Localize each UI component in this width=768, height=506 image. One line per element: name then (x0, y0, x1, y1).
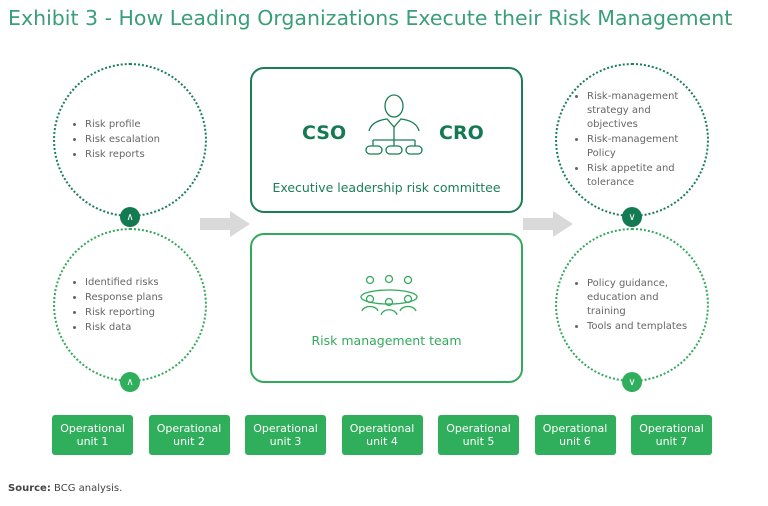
operational-unit-label: Operational unit 7 (639, 422, 704, 448)
left-bottom-circle: Identified risksResponse plansRisk repor… (53, 228, 207, 392)
arrow-right-icon (523, 211, 573, 237)
chevron-down-icon: ∨ (622, 372, 642, 392)
chevron-down-icon: ∨ (622, 207, 642, 227)
source-label: Source: (8, 483, 51, 494)
executive-committee-label: Executive leadership risk committee (272, 180, 501, 195)
executive-committee-box: CSO CRO Executive leadership risk commit… (250, 67, 523, 213)
list-item: Identified risks (85, 276, 189, 290)
right-bottom-circle: Policy guidance, education and trainingT… (555, 228, 709, 392)
operational-unit-3: Operational unit 3 (245, 415, 326, 455)
executive-person-icon (365, 94, 423, 155)
list-item: Risk reporting (85, 306, 189, 320)
right-bottom-list: Policy guidance, education and trainingT… (573, 276, 691, 335)
operational-unit-label: Operational unit 6 (542, 422, 608, 448)
left-bottom-list: Identified risksResponse plansRisk repor… (71, 275, 189, 336)
operational-unit-label: Operational unit 1 (60, 422, 125, 448)
operational-unit-label: Operational unit 5 (446, 422, 511, 448)
operational-unit-2: Operational unit 2 (148, 415, 230, 455)
list-item: Risk appetite and tolerance (587, 162, 691, 190)
list-item: Risk-management Policy (587, 133, 691, 161)
operational-unit-label: Operational unit 2 (156, 422, 222, 448)
operational-unit-4: Operational unit 4 (341, 415, 423, 455)
right-top-list: Risk-management strategy and objectivesR… (573, 89, 691, 191)
cso-label: CSO (302, 122, 347, 144)
operational-unit-label: Operational unit 3 (253, 422, 318, 448)
operational-unit-label: Operational unit 4 (349, 422, 415, 448)
list-item: Risk data (85, 321, 189, 335)
list-item: Risk reports (85, 148, 189, 162)
chevron-up-icon: ∧ (120, 372, 140, 392)
list-item: Risk profile (85, 118, 189, 132)
chevron-up-icon: ∧ (120, 207, 140, 227)
source-text: BCG analysis. (50, 483, 123, 494)
list-item: Policy guidance, education and training (587, 277, 691, 319)
operational-unit-5: Operational unit 5 (438, 415, 519, 455)
operational-unit-7: Operational unit 7 (631, 415, 712, 455)
list-item: Risk escalation (85, 133, 189, 147)
team-meeting-icon (360, 275, 418, 316)
arrow-right-icon (200, 211, 250, 237)
exhibit-title: Exhibit 3 - How Leading Organizations Ex… (8, 6, 733, 30)
left-top-circle: Risk profileRisk escalationRisk reports … (53, 63, 207, 227)
cro-label: CRO (439, 122, 484, 144)
risk-team-box: Risk management team (250, 233, 523, 383)
list-item: Response plans (85, 291, 189, 305)
risk-team-label: Risk management team (311, 333, 462, 348)
list-item: Tools and templates (587, 320, 691, 334)
source-note: Source: BCG analysis. (8, 483, 122, 494)
operational-unit-1: Operational unit 1 (52, 415, 133, 455)
list-item: Risk-management strategy and objectives (587, 90, 691, 132)
left-top-list: Risk profileRisk escalationRisk reports (71, 117, 189, 163)
operational-unit-6: Operational unit 6 (534, 415, 616, 455)
right-top-circle: Risk-management strategy and objectivesR… (555, 63, 709, 227)
